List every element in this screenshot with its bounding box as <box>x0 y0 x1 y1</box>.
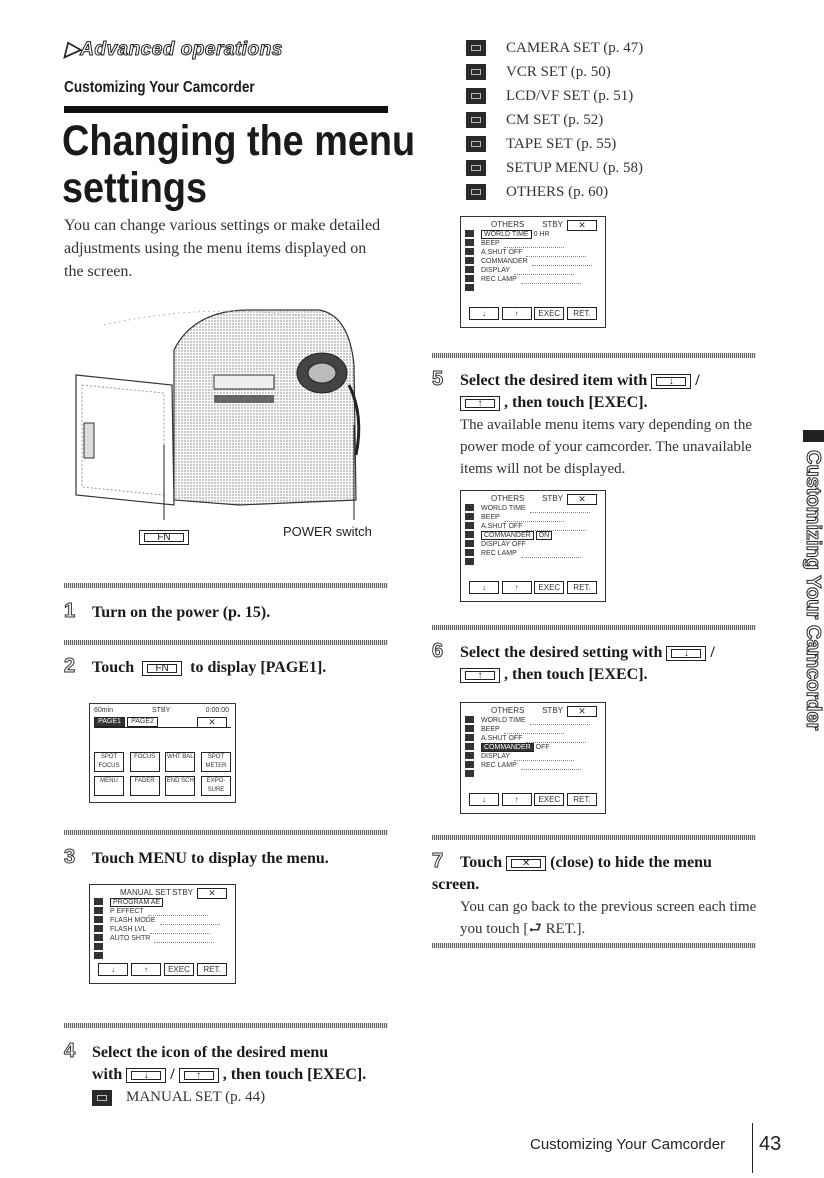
page-title-line2: settings <box>62 164 208 212</box>
tab-page2: PAGE2 <box>127 717 158 727</box>
manual-set-screen: MANUAL SET STBY ✕ PROGRAM AE P EFFECT FL… <box>89 884 236 984</box>
others-screen-1: OTHERS STBY ✕ WORLD TIME 0 HR BEEP A.SHU… <box>460 216 606 328</box>
tab-page1: PAGE1 <box>94 717 125 727</box>
breadcrumb: ▶Advanced operations <box>65 39 283 61</box>
cm-set-icon <box>466 112 486 128</box>
footer-rule <box>752 1123 753 1173</box>
others-screen-2: OTHERS STBY ✕ WORLD TIME BEEP A.SHUT OFF… <box>460 490 606 602</box>
vcr-set-icon <box>466 64 486 80</box>
menu-item: SETUP MENU (p. 58) <box>466 156 643 180</box>
menu-item: TAPE SET (p. 55) <box>466 132 643 156</box>
separator <box>64 583 388 588</box>
menu-item: CAMERA SET (p. 47) <box>466 36 643 60</box>
separator <box>64 830 388 835</box>
page-number: 43 <box>759 1133 782 1155</box>
power-switch-label: POWER switch <box>283 524 372 539</box>
menu-item: OTHERS (p. 60) <box>466 180 643 204</box>
side-tab-marker <box>803 430 824 442</box>
fn-button: FN <box>142 660 183 676</box>
menu-item: LCD/VF SET (p. 51) <box>466 84 643 108</box>
others-icon <box>466 184 486 200</box>
separator <box>432 835 756 840</box>
section-title: Customizing Your Camcorder <box>64 79 255 96</box>
lcd-vf-set-icon <box>466 88 486 104</box>
menu-list: CAMERA SET (p. 47) VCR SET (p. 50) LCD/V… <box>466 36 643 204</box>
separator <box>432 353 756 358</box>
tape-set-icon <box>466 136 486 152</box>
separator <box>64 640 388 645</box>
separator <box>432 625 756 630</box>
close-button: ✕ <box>506 855 547 871</box>
intro-text: You can change various settings or make … <box>64 217 381 280</box>
page-title-line1: Changing the menu <box>62 117 416 165</box>
setup-menu-icon <box>466 160 486 176</box>
others-screen-3: OTHERS STBY ✕ WORLD TIME BEEP A.SHUT OFF… <box>460 702 606 814</box>
separator <box>64 1023 388 1028</box>
title-rule <box>64 106 388 113</box>
camera-set-icon <box>466 40 486 56</box>
manual-set-icon <box>92 1089 112 1106</box>
menu-item: CM SET (p. 52) <box>466 108 643 132</box>
separator <box>432 943 756 948</box>
menu-item: VCR SET (p. 50) <box>466 60 643 84</box>
footer-section: Customizing Your Camcorder <box>530 1136 726 1153</box>
page1-screen: 60min STBY 0:00:00 PAGE1 PAGE2 ✕ SPOT FO… <box>89 703 236 803</box>
fn-button-label: FN <box>135 528 193 546</box>
camcorder-illustration <box>75 309 361 520</box>
page-title: Changing the menu settings <box>62 118 415 212</box>
side-tab-label: Customizing Your Camcorder <box>802 450 824 731</box>
